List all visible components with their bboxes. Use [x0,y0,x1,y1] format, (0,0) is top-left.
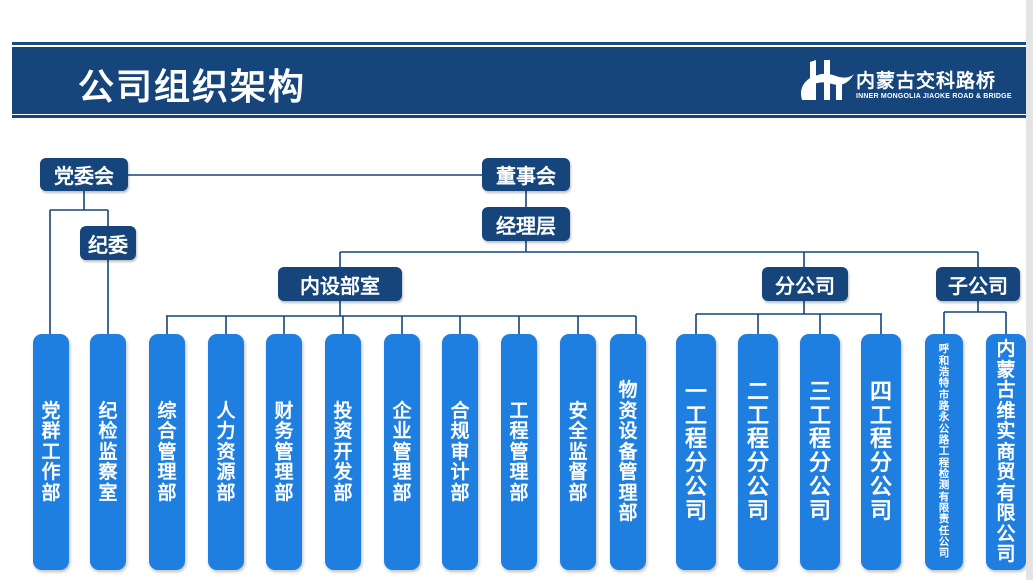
discipline-committee-node: 纪委 [80,226,136,260]
slide-title: 公司组织架构 [78,67,307,108]
party-unit-1: 纪检监察室 [90,334,126,570]
window-top-strip [0,0,1033,44]
branch-0: 一工程分公司 [676,334,716,570]
internal-depts-node: 内设部室 [278,267,402,301]
internal-dept-1: 人力资源部 [208,334,244,570]
subsidiaries-node: 子公司 [936,267,1020,301]
internal-dept-4: 企业管理部 [384,334,420,570]
branch-2: 三工程分公司 [800,334,840,570]
board-node: 董事会 [482,158,570,191]
branches-node: 分公司 [762,267,848,301]
internal-dept-6: 工程管理部 [501,334,537,570]
internal-dept-7: 安全监督部 [560,334,596,570]
internal-dept-3: 投资开发部 [325,334,361,570]
slide-header [12,47,1033,114]
company-logo-name: 内蒙古交科路桥 [856,70,997,92]
branch-3: 四工程分公司 [861,334,901,570]
party-committee-node: 党委会 [40,158,128,191]
internal-dept-2: 财务管理部 [266,334,302,570]
header-top-rule [12,42,1033,45]
company-logo-english: INNER MONGOLIA JIAOKE ROAD & BRIDGE [856,93,1012,100]
internal-dept-0: 综合管理部 [149,334,185,570]
internal-dept-5: 合规审计部 [442,334,478,570]
header-bottom-rule [12,115,1033,118]
subsidiary-1: 内蒙古维实商贸有限公司 [986,334,1026,570]
branch-1: 二工程分公司 [738,334,778,570]
subsidiary-0: 呼和浩特市路永公路工程检测有限责任公司 [925,334,963,570]
window-right-edge [1026,0,1033,580]
company-logo-mark [801,60,854,100]
internal-dept-8: 物资设备管理部 [610,334,646,570]
party-unit-0: 党群工作部 [33,334,69,570]
management-node: 经理层 [482,207,570,241]
